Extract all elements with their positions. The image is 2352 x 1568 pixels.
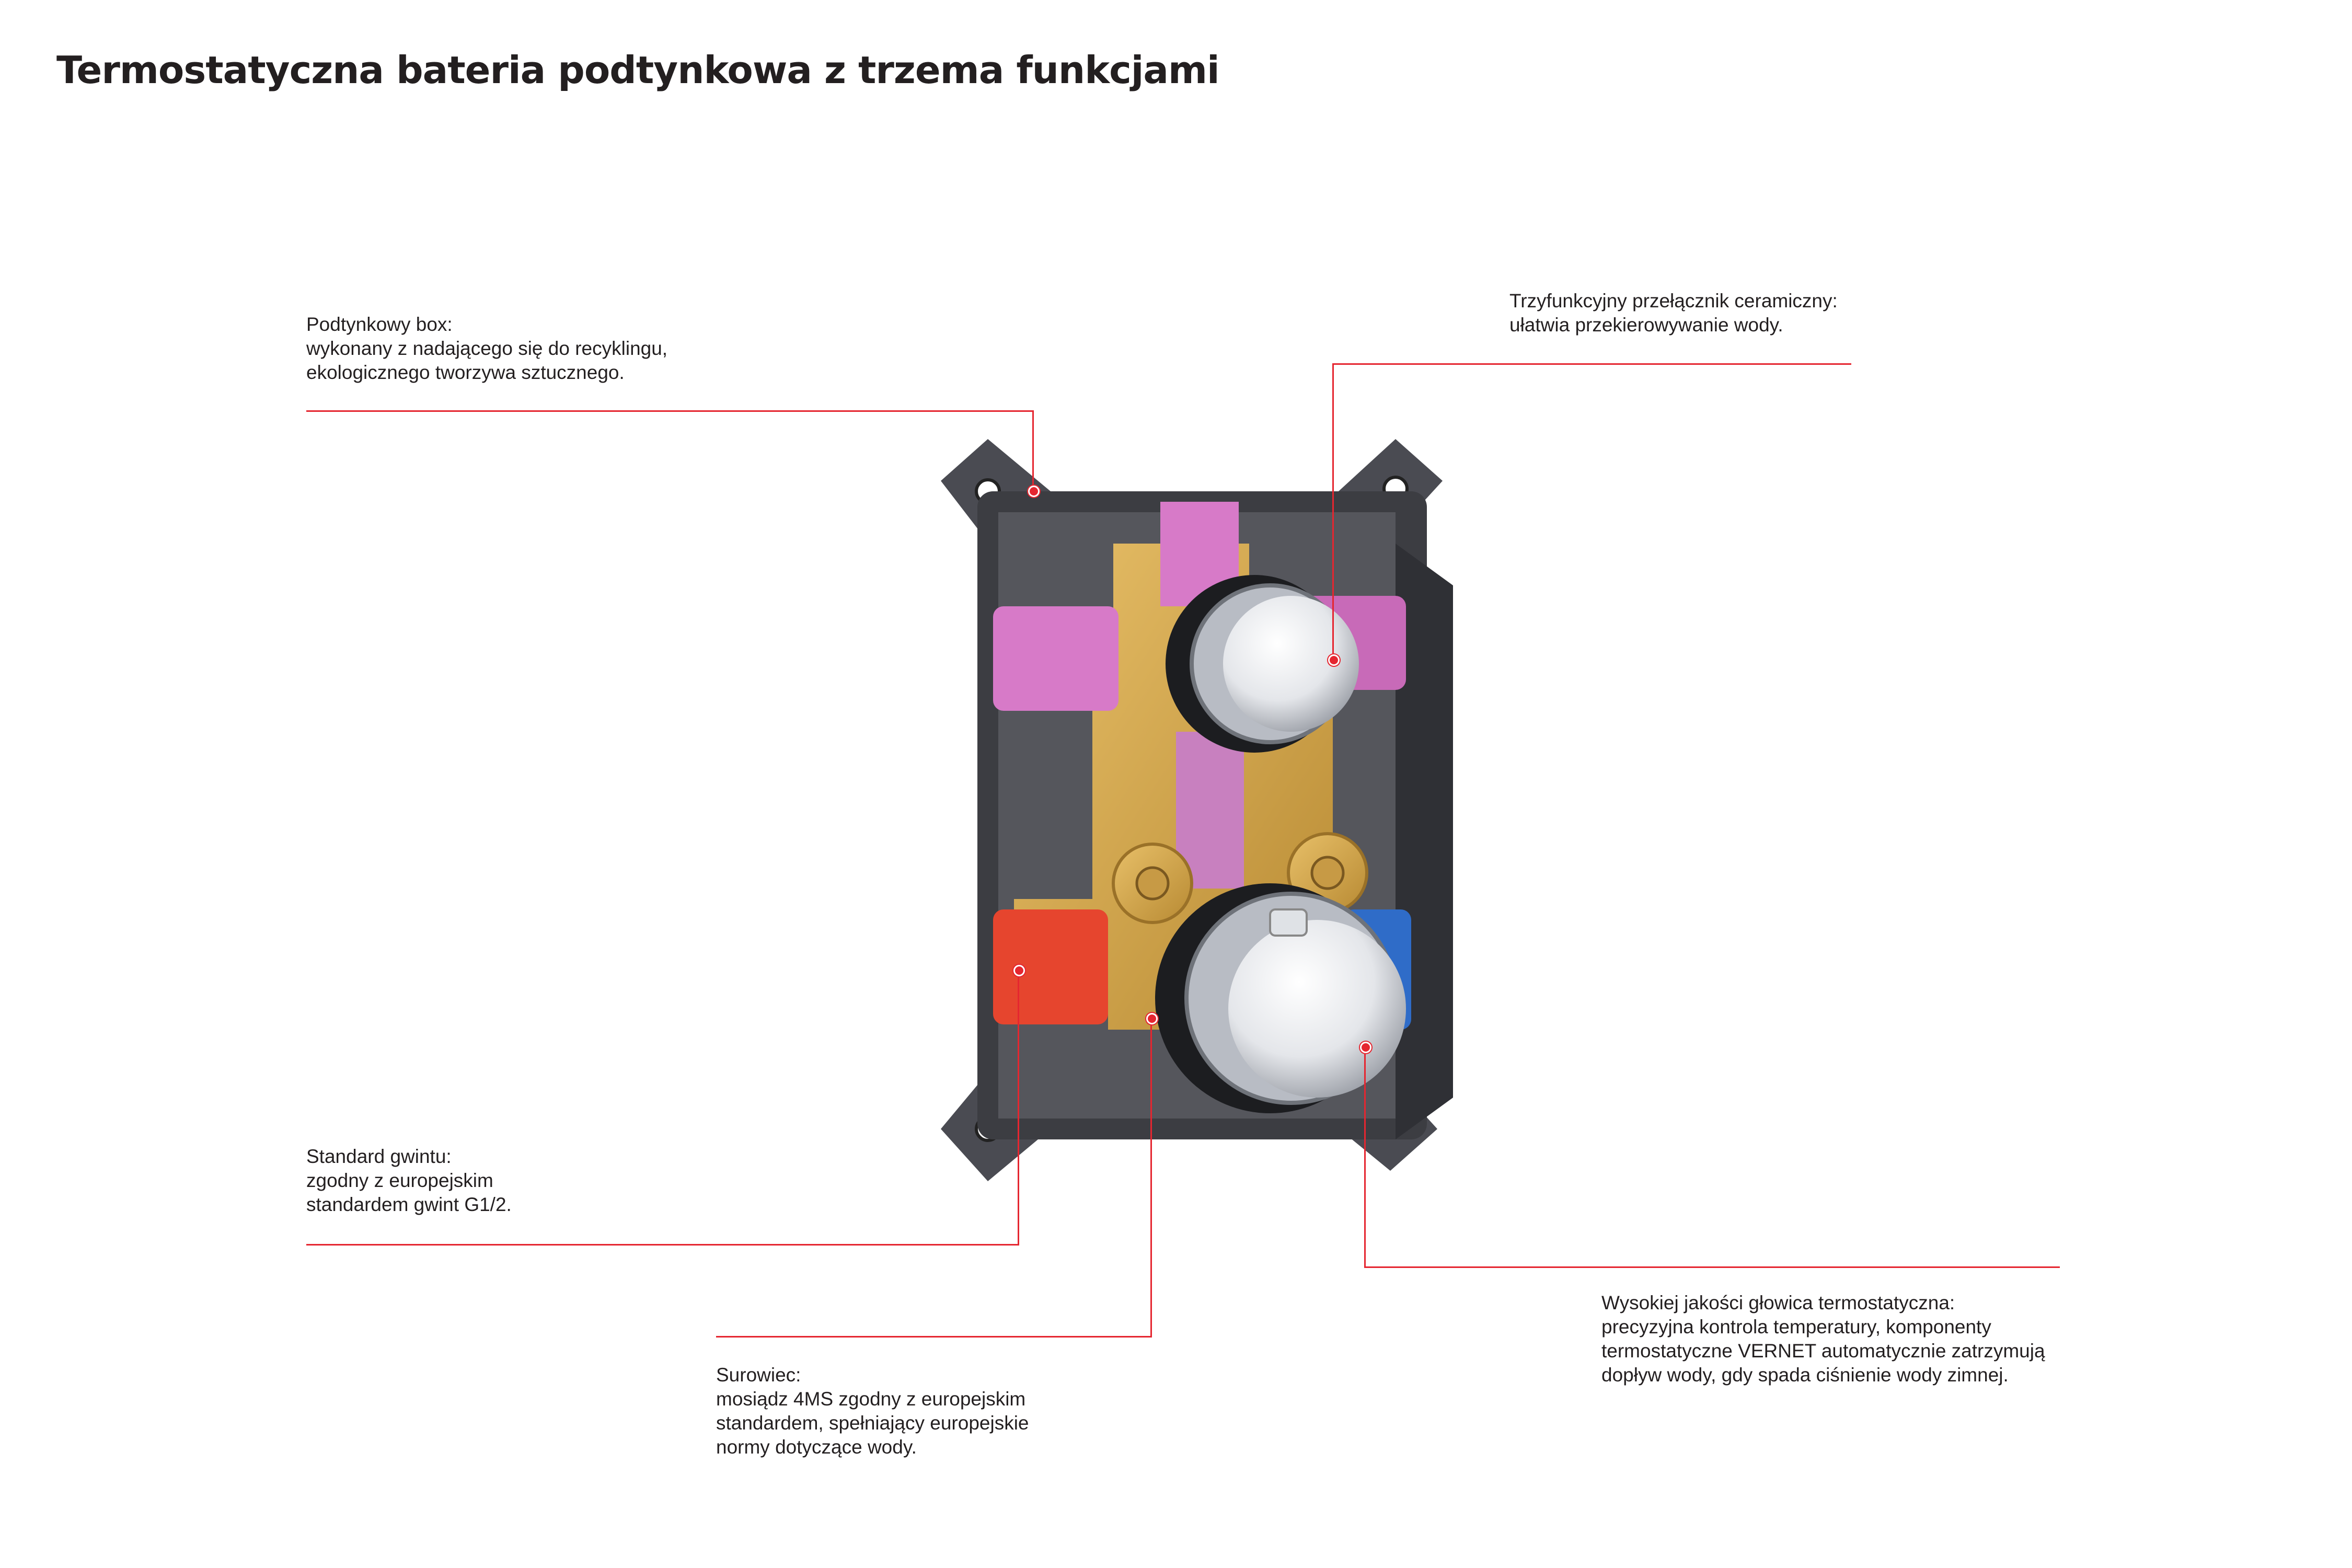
marker-dot (1013, 965, 1025, 976)
callout-heading: Wysokiej jakości głowica termostatyczna: (1601, 1292, 1955, 1313)
callout-diverter-switch: Trzyfunkcyjny przełącznik ceramiczny: uł… (1509, 289, 1838, 337)
callout-thread-standard: Standard gwintu: zgodny z europejskim st… (306, 1145, 512, 1217)
callout-heading: Trzyfunkcyjny przełącznik ceramiczny: (1509, 290, 1838, 312)
callout-heading: Surowiec: (716, 1364, 801, 1386)
marker-dot (1146, 1013, 1158, 1024)
callout-line: standardem, spełniający europejskie (716, 1412, 1029, 1434)
leader-line (1032, 410, 1034, 490)
callout-line: zgodny z europejskim (306, 1170, 493, 1191)
page-title: Termostatyczna bateria podtynkowa z trze… (56, 48, 1220, 92)
diverter-knob-cap (1223, 596, 1359, 732)
callout-line: standardem gwint G1/2. (306, 1194, 512, 1215)
callout-heading: Standard gwintu: (306, 1146, 452, 1167)
callout-thermostatic-head: Wysokiej jakości głowica termostatyczna:… (1601, 1291, 2045, 1387)
callout-line: ułatwia przekierowywanie wody. (1509, 314, 1783, 336)
callout-line: mosiądz 4MS zgodny z europejskim (716, 1388, 1026, 1410)
leader-line (1018, 970, 1019, 1246)
leader-line (306, 1244, 1019, 1246)
leader-line (1150, 1018, 1152, 1338)
callout-line: normy dotyczące wody. (716, 1436, 917, 1458)
brass-nut-left-center (1135, 866, 1170, 901)
leader-line (716, 1336, 1152, 1338)
leader-line (1364, 1046, 1366, 1268)
marker-dot (1328, 654, 1340, 666)
hot-water-inlet (993, 909, 1108, 1024)
callout-line: precyzyjna kontrola temperatury, kompone… (1601, 1316, 1991, 1338)
leader-line (306, 410, 1034, 412)
callout-heading: Podtynkowy box: (306, 314, 453, 335)
marker-dot (1360, 1042, 1371, 1053)
safety-stop-button (1269, 908, 1308, 937)
callout-line: wykonany z nadającego się do recyklingu, (306, 338, 668, 359)
callout-concealed-box: Podtynkowy box: wykonany z nadającego si… (306, 313, 667, 385)
outlet-port-left (993, 606, 1119, 711)
callout-line: ekologicznego tworzywa sztucznego. (306, 362, 625, 383)
brass-nut-right-center (1310, 856, 1345, 890)
callout-material: Surowiec: mosiądz 4MS zgodny z europejsk… (716, 1363, 1029, 1459)
leader-line (1365, 1266, 2060, 1268)
leader-line (1333, 363, 1851, 365)
callout-line: dopływ wody, gdy spada ciśnienie wody zi… (1601, 1364, 2009, 1386)
thermostatic-knob-cap (1228, 920, 1406, 1098)
callout-line: termostatyczne VERNET automatycznie zatr… (1601, 1340, 2045, 1362)
leader-line (1332, 363, 1334, 659)
marker-dot (1028, 486, 1040, 497)
concealed-thermostatic-valve-illustration (941, 439, 1453, 1181)
